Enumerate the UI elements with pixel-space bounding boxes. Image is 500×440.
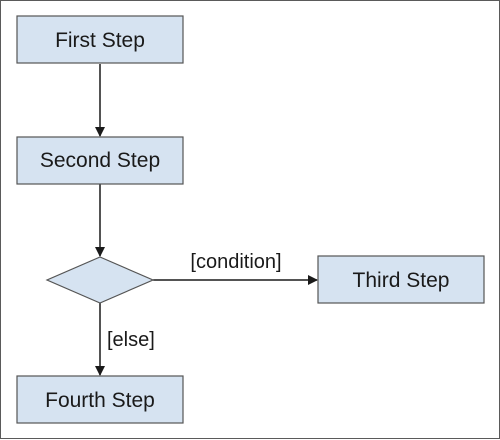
decision-diamond (45, 256, 155, 304)
node-third-step-label: Third Step (353, 269, 450, 292)
node-fourth-step-label: Fourth Step (45, 389, 155, 412)
node-second-step: Second Step (16, 136, 184, 185)
node-second-step-label: Second Step (40, 149, 160, 172)
node-third-step: Third Step (317, 255, 485, 304)
node-first-step: First Step (16, 15, 184, 64)
condition-label: [condition] (190, 251, 281, 273)
else-label: [else] (107, 329, 155, 351)
node-fourth-step: Fourth Step (16, 375, 184, 424)
node-first-step-label: First Step (55, 29, 145, 52)
